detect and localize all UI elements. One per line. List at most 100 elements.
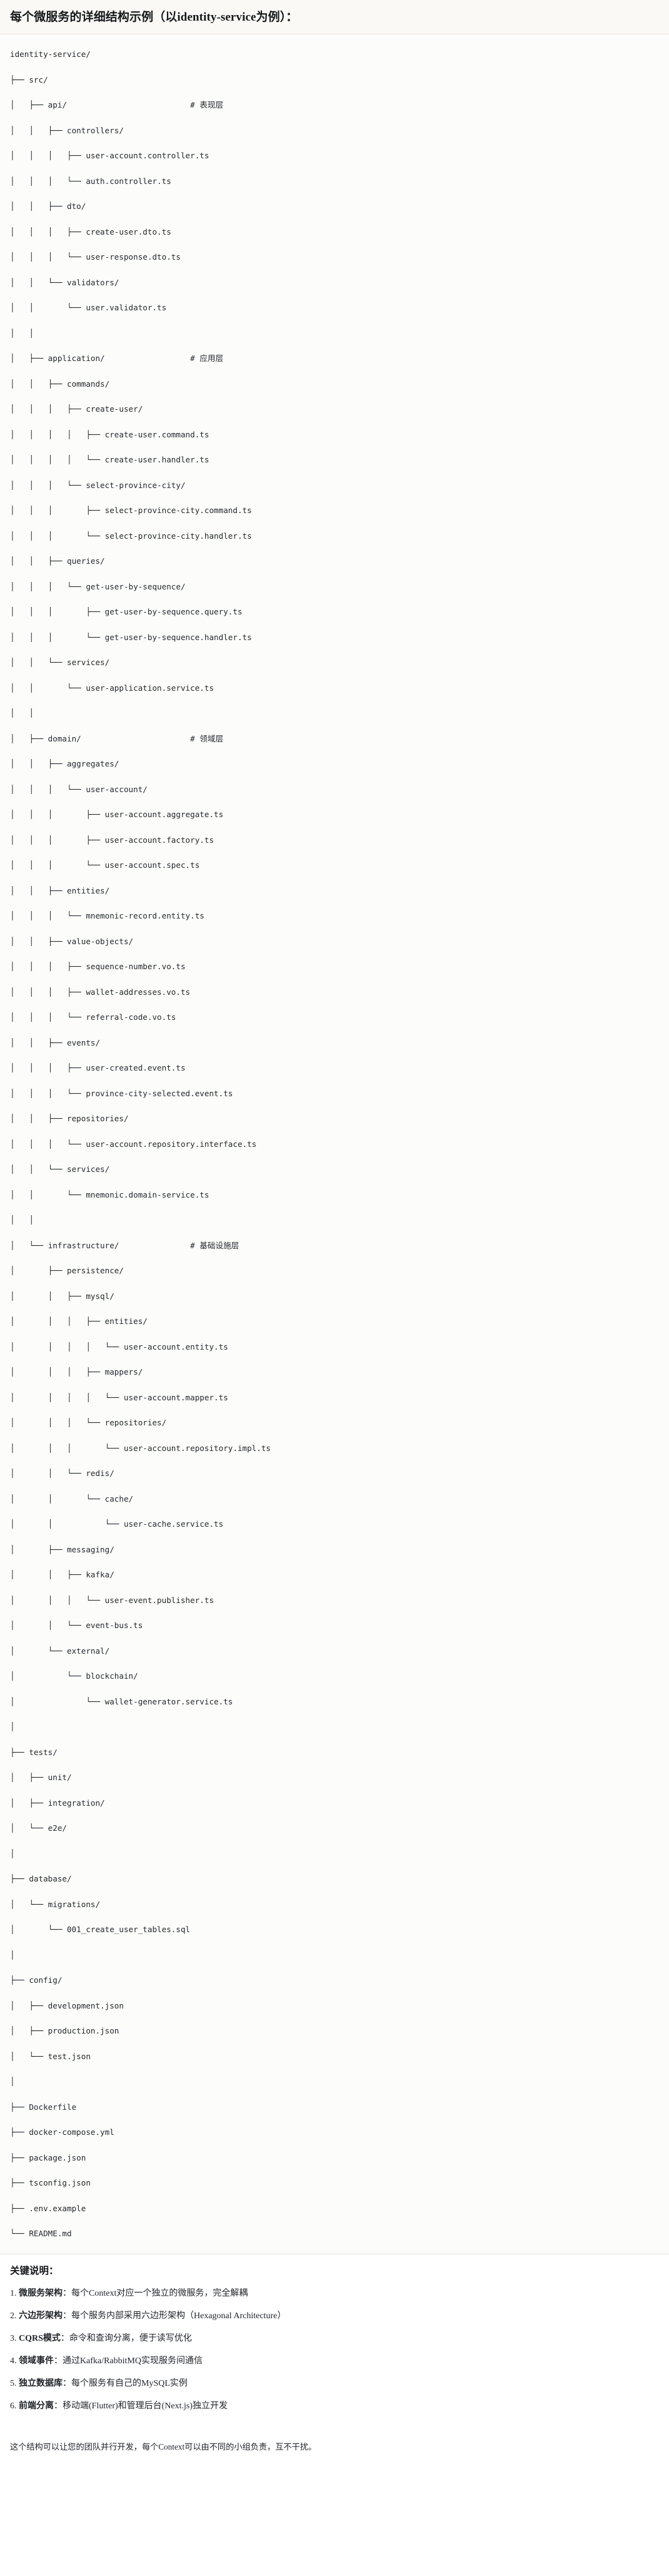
tree-line: │ │ │ ├── wallet-addresses.vo.ts xyxy=(10,987,191,997)
tree-line: ├── tests/ xyxy=(10,1747,58,1757)
tree-line: │ │ └── event-bus.ts xyxy=(10,1621,143,1630)
tree-line: │ xyxy=(10,1722,15,1731)
key-note-description: 每个服务内部采用六边形架构（Hexagonal Architecture） xyxy=(71,2311,286,2321)
tree-line: │ │ └── user.validator.ts xyxy=(10,303,167,312)
key-note-description: 每个服务有自己的MySQL实例 xyxy=(71,2379,188,2389)
key-note-separator: ： xyxy=(63,2379,71,2389)
tree-line: │ ├── development.json xyxy=(10,2000,124,2010)
tree-line: │ │ ├── commands/ xyxy=(10,379,110,389)
tree-line: ├── package.json xyxy=(10,2152,86,2162)
tree-line: │ ├── api/ # 表现层 xyxy=(10,100,224,109)
key-note-number: 2. xyxy=(10,2311,17,2321)
key-note-term: CQRS模式 xyxy=(19,2334,61,2344)
tree-line: │ ├── messaging/ xyxy=(10,1544,114,1554)
key-note-term: 领域事件 xyxy=(19,2356,54,2366)
tree-line: │ │ │ ├── create-user.dto.ts xyxy=(10,227,171,237)
tree-line: │ xyxy=(10,1950,15,1960)
page-title: 每个微服务的详细结构示例（以identity-service为例）： xyxy=(10,11,298,24)
key-note-description: 通过Kafka/RabbitMQ实现服务间通信 xyxy=(63,2356,203,2366)
tree-line: │ │ │ └── get-user-by-sequence.handler.t… xyxy=(10,632,252,642)
key-note-term: 微服务架构 xyxy=(19,2289,63,2299)
tree-line: │ │ │ └── user-event.publisher.ts xyxy=(10,1595,214,1605)
tree-line: ├── src/ xyxy=(10,74,48,84)
tree-line-comment: # 应用层 xyxy=(190,354,224,363)
tree-line: │ │ │ └── user-account.repository.impl.t… xyxy=(10,1443,271,1453)
directory-tree-block: identity-service/ ├── src/ │ ├── api/ # … xyxy=(0,34,669,2254)
tree-line: │ │ ├── events/ xyxy=(10,1037,101,1047)
tree-line: │ │ │ ├── entities/ xyxy=(10,1316,148,1326)
tree-line-comment: # 基础设施层 xyxy=(190,1240,239,1250)
key-note-term: 前端分离 xyxy=(19,2401,54,2411)
tree-line: │ └── external/ xyxy=(10,1646,110,1656)
key-note-separator: ： xyxy=(54,2356,63,2366)
tree-line: │ │ │ ├── mappers/ xyxy=(10,1367,143,1377)
key-note-separator: ： xyxy=(63,2289,71,2299)
tree-line: │ │ └── services/ xyxy=(10,1164,110,1174)
tree-line: │ │ xyxy=(10,328,34,338)
key-note-number: 5. xyxy=(10,2379,17,2389)
tree-line: │ │ │ │ ├── create-user.command.ts xyxy=(10,429,209,439)
tree-line: │ ├── persistence/ xyxy=(10,1266,124,1275)
tree-line: │ │ └── mnemonic.domain-service.ts xyxy=(10,1189,209,1199)
tree-line: │ │ │ ├── user-account.aggregate.ts xyxy=(10,810,224,819)
key-notes-section: 关键说明： 1. 微服务架构：每个Context对应一个独立的微服务，完全解耦 2… xyxy=(0,2254,669,2429)
directory-tree: identity-service/ ├── src/ │ ├── api/ # … xyxy=(10,48,659,2240)
tree-line: │ │ │ └── select-province-city/ xyxy=(10,480,186,490)
tree-line: ├── config/ xyxy=(10,1975,63,1985)
tree-line: │ │ └── cache/ xyxy=(10,1494,134,1504)
key-note-item: 3. CQRS模式：命令和查询分离，便于读写优化 xyxy=(10,2332,659,2346)
tree-line: │ └── infrastructure/ # 基础设施层 xyxy=(10,1240,239,1250)
key-note-item: 2. 六边形架构：每个服务内部采用六边形架构（Hexagonal Archite… xyxy=(10,2309,659,2323)
key-note-separator: ： xyxy=(54,2401,63,2411)
tree-line: │ ├── integration/ xyxy=(10,1798,105,1808)
tree-line: │ └── wallet-generator.service.ts xyxy=(10,1696,233,1706)
key-note-item: 1. 微服务架构：每个Context对应一个独立的微服务，完全解耦 xyxy=(10,2287,659,2301)
tree-line: └── README.md xyxy=(10,2229,72,2238)
tree-line: │ │ │ ├── get-user-by-sequence.query.ts xyxy=(10,607,243,616)
tree-line: │ │ ├── controllers/ xyxy=(10,125,124,135)
tree-line: │ │ │ └── mnemonic-record.entity.ts xyxy=(10,911,204,920)
tree-line: │ └── migrations/ xyxy=(10,1899,101,1909)
tree-line: │ │ ├── value-objects/ xyxy=(10,936,134,946)
tree-line: │ │ └── user-application.service.ts xyxy=(10,683,214,693)
tree-line: │ └── blockchain/ xyxy=(10,1671,138,1681)
tree-line: ├── database/ xyxy=(10,1874,72,1883)
tree-line: │ │ ├── mysql/ xyxy=(10,1291,114,1301)
tree-line: │ ├── domain/ # 领域层 xyxy=(10,733,224,743)
tree-line: │ │ │ │ └── create-user.handler.ts xyxy=(10,455,209,464)
key-note-item: 4. 领域事件：通过Kafka/RabbitMQ实现服务间通信 xyxy=(10,2355,659,2368)
tree-line: │ xyxy=(10,2077,15,2086)
tree-line: │ │ │ └── select-province-city.handler.t… xyxy=(10,531,252,541)
tree-line-comment: # 表现层 xyxy=(190,100,224,109)
tree-line: │ └── e2e/ xyxy=(10,1823,67,1833)
tree-line: │ │ │ └── user-account.repository.interf… xyxy=(10,1139,257,1149)
closing-paragraph: 这个结构可以让您的团队并行开发，每个Context可以由不同的小组负责，互不干扰… xyxy=(0,2436,669,2465)
key-notes-heading: 关键说明： xyxy=(10,2266,59,2277)
tree-line: │ ├── application/ # 应用层 xyxy=(10,354,224,363)
key-note-number: 6. xyxy=(10,2401,17,2411)
key-note-number: 4. xyxy=(10,2356,17,2366)
tree-line: │ │ ├── repositories/ xyxy=(10,1114,129,1123)
tree-line: │ │ │ └── repositories/ xyxy=(10,1418,167,1427)
key-note-item: 6. 前端分离：移动端(Flutter)和管理后台(Next.js)独立开发 xyxy=(10,2400,659,2413)
tree-line: │ │ │ ├── user-account.controller.ts xyxy=(10,151,209,160)
key-notes-list: 1. 微服务架构：每个Context对应一个独立的微服务，完全解耦 2. 六边形架… xyxy=(10,2287,659,2413)
tree-line: │ │ │ └── get-user-by-sequence/ xyxy=(10,581,186,591)
tree-line: │ │ │ └── user-response.dto.ts xyxy=(10,252,181,262)
tree-line: │ │ │ │ └── user-account.mapper.ts xyxy=(10,1392,228,1402)
tree-line: ├── tsconfig.json xyxy=(10,2178,91,2187)
tree-line: │ │ │ └── referral-code.vo.ts xyxy=(10,1012,176,1022)
key-note-term: 六边形架构 xyxy=(19,2311,63,2321)
tree-line: │ xyxy=(10,1848,15,1858)
tree-line: │ │ │ └── user-account.spec.ts xyxy=(10,860,200,870)
key-note-separator: ： xyxy=(63,2311,71,2321)
tree-line: │ │ │ └── province-city-selected.event.t… xyxy=(10,1088,233,1098)
tree-line: │ │ └── user-cache.service.ts xyxy=(10,1519,224,1529)
tree-line: identity-service/ xyxy=(10,49,91,59)
tree-line: │ └── test.json xyxy=(10,2051,91,2061)
tree-line: │ │ │ │ └── user-account.entity.ts xyxy=(10,1341,228,1352)
key-note-number: 3. xyxy=(10,2334,17,2344)
tree-line: ├── .env.example xyxy=(10,2203,86,2213)
tree-line: ├── Dockerfile xyxy=(10,2102,77,2112)
tree-line: │ │ │ └── auth.controller.ts xyxy=(10,176,171,186)
